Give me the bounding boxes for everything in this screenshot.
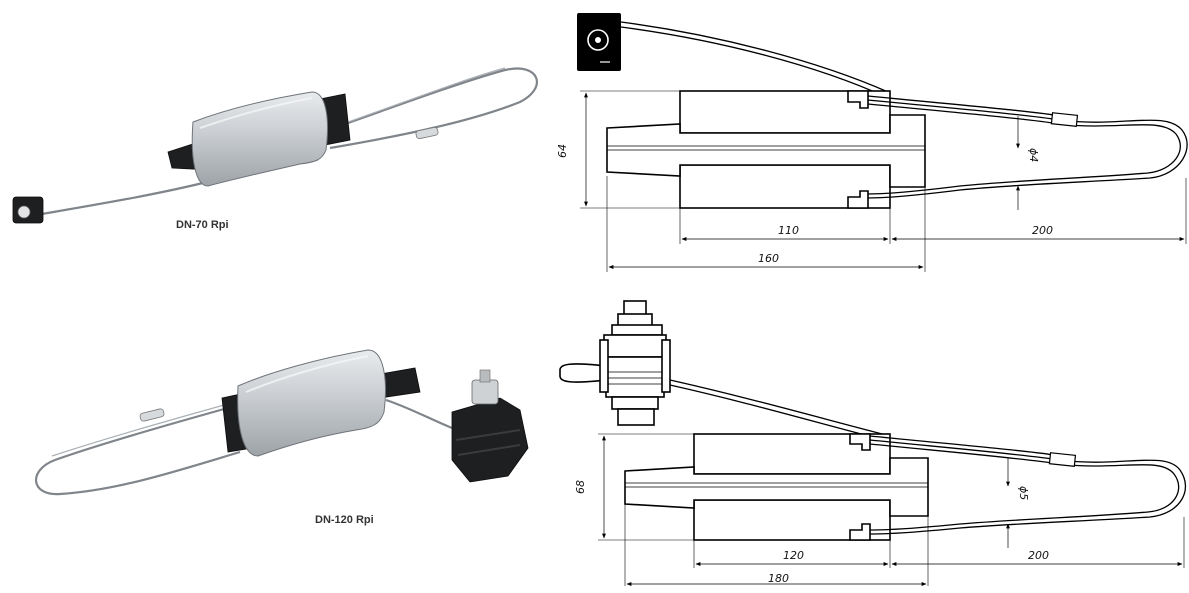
photo-dn70: DN-70 Rpi — [12, 67, 538, 231]
dn120-photo-body — [237, 349, 386, 457]
dn70-dim-loop-length: 200 — [1032, 224, 1053, 237]
dn120-drawing-sleeve — [1048, 452, 1077, 467]
dn120-drawing-hook-top — [849, 433, 871, 451]
dn70-drawing-hook-top — [847, 90, 869, 109]
dn70-photo-body-highlight — [199, 97, 313, 129]
dn120-dim-overall-length: 180 — [768, 572, 789, 585]
dn120-dim-wire-diameter: ϕ5 — [1017, 486, 1030, 500]
dn70-photo-body — [191, 91, 328, 187]
dn70-drawing-loop — [867, 99, 1188, 199]
dn70-photo-drop-wire — [41, 178, 216, 216]
dn70-drawing-clamp-bolt — [595, 37, 601, 43]
dn120-photo-sleeve — [139, 408, 165, 422]
dn70-dim-overall-length: 160 — [758, 252, 779, 265]
dn120-photo-connector-bolt — [471, 379, 499, 405]
dn70-dim-width: 64 — [556, 144, 569, 158]
dn120-dim-body-length: 120 — [783, 549, 804, 562]
dn70-photo-label: DN-70 Rpi — [176, 219, 229, 231]
dn120-photo-label: DN-120 Rpi — [315, 514, 374, 526]
drawing-dn120: ϕ5 68 120 200 180 — [559, 300, 1187, 586]
dn70-photo-sleeve — [415, 126, 439, 140]
dn70-dim-wire-diameter: ϕ4 — [1027, 148, 1040, 162]
dn70-drawing-clamp-ring — [587, 29, 609, 51]
dn70-dim-body-length: 110 — [778, 224, 799, 237]
drawing-dn70: ϕ4 64 110 200 160 — [556, 13, 1188, 272]
dn70-drawing-sleeve — [1050, 112, 1079, 127]
dn70-drawing-drop-wire — [620, 21, 889, 93]
dn70-drawing-hook-bottom — [847, 190, 869, 209]
photo-dn120: DN-120 Rpi — [35, 349, 529, 526]
dn70-photo-clamp-bolt — [17, 205, 31, 219]
dn120-photo-wire-loop — [35, 404, 241, 496]
dn120-drawing-connector — [559, 300, 671, 426]
dn120-dim-loop-length: 200 — [1028, 549, 1049, 562]
dn120-drawing-loop — [869, 439, 1187, 535]
dn120-drawing-hook-bottom — [849, 523, 871, 541]
dn120-dim-width: 68 — [574, 480, 587, 494]
dn120-photo-connector — [451, 397, 529, 483]
dn120-drawing-drop-wire — [669, 379, 891, 437]
dn120-photo-drop-wire — [385, 398, 453, 430]
